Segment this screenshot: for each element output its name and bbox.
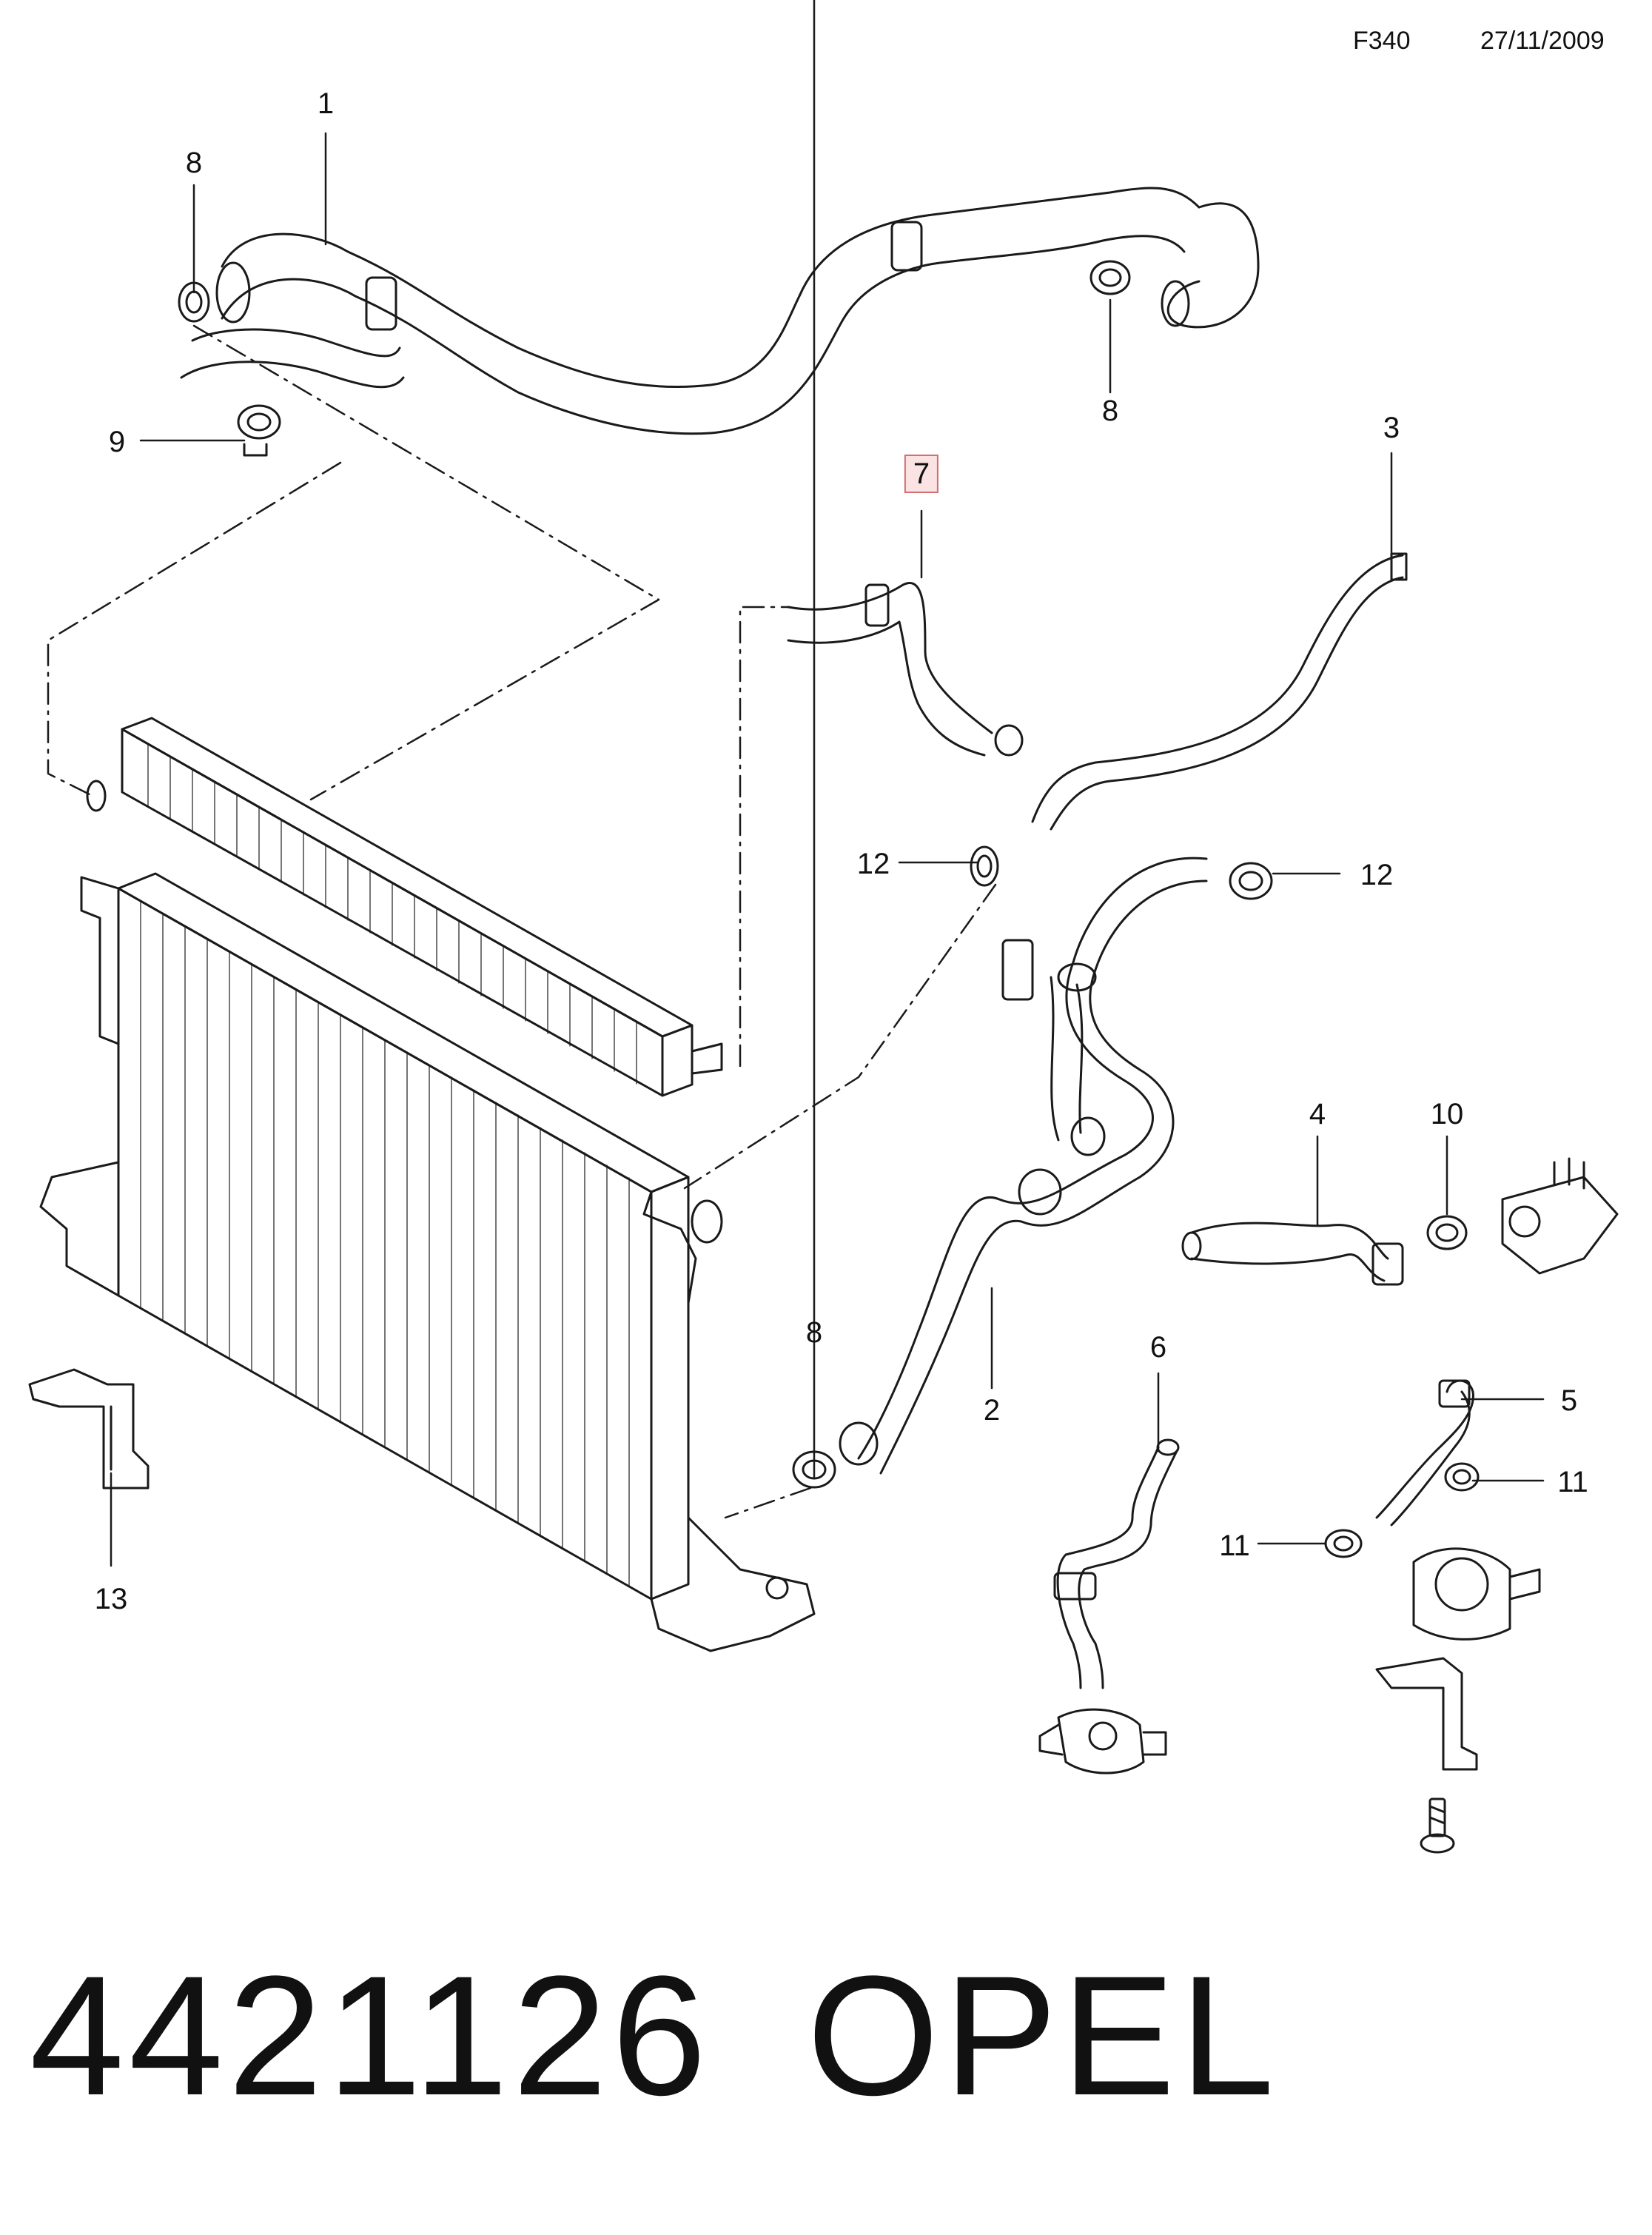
radiator-fins: [140, 900, 630, 1586]
mounting-bracket-13: [28, 1368, 150, 1490]
bolt: [1420, 1797, 1455, 1854]
diagram-code: F340: [1353, 27, 1411, 55]
condenser-fins: [147, 743, 637, 1085]
hose-1: [180, 187, 1260, 435]
callout-4: 4: [1309, 1098, 1326, 1130]
radiator-main: [39, 872, 816, 1652]
diagram-date: 27/11/2009: [1480, 27, 1605, 55]
hose-7: [787, 582, 1024, 757]
hose-3: [1031, 552, 1408, 831]
mounting-bracket-right: [1375, 1657, 1478, 1771]
callout-11: 11: [1219, 1529, 1250, 1562]
hose-clamp-8-top-left: [178, 281, 210, 323]
callout-10: 10: [1430, 1098, 1464, 1130]
hose-clamp-8-top-right: [1089, 260, 1131, 295]
hose-clamp-12-right: [1229, 862, 1273, 900]
callout-6: 6: [1149, 1331, 1167, 1364]
water-pump-right: [1412, 1547, 1541, 1641]
callout-7-highlighted: 7: [904, 455, 939, 493]
water-pump-left: [1038, 1708, 1167, 1775]
condenser-upper: [86, 717, 723, 1097]
brand-name: OPEL: [807, 1940, 1279, 2131]
hose-clamp-11-right: [1444, 1462, 1480, 1492]
hose-2: [839, 857, 1208, 1475]
leader-lines: [110, 0, 1545, 1567]
hose-clamp-8-bottom: [792, 1450, 836, 1489]
callout-5: 5: [1560, 1384, 1578, 1417]
hose-clamp-10: [1426, 1215, 1468, 1250]
hose-6: [1053, 1438, 1180, 1689]
hose-5: [1375, 1379, 1474, 1527]
callout-12: 12: [1360, 859, 1394, 891]
part-number: 4421126: [30, 1940, 711, 2131]
valve-component: [1501, 1157, 1619, 1275]
hose-clamp-12-left: [970, 845, 999, 887]
callout-2: 2: [983, 1394, 1001, 1427]
callout-8: 8: [1101, 395, 1119, 427]
connection-lines: [47, 324, 997, 1519]
hose-4: [1181, 1222, 1404, 1286]
hose-clamp-9: [237, 404, 281, 457]
callout-3: 3: [1383, 412, 1400, 444]
callout-13: 13: [94, 1583, 128, 1615]
callout-11: 11: [1557, 1466, 1588, 1498]
callout-12: 12: [856, 848, 890, 880]
callout-8: 8: [185, 147, 203, 179]
hose-clamp-11-left: [1324, 1529, 1363, 1558]
callout-1: 1: [317, 87, 335, 120]
callout-9: 9: [108, 426, 126, 458]
callout-8: 8: [805, 1316, 823, 1349]
